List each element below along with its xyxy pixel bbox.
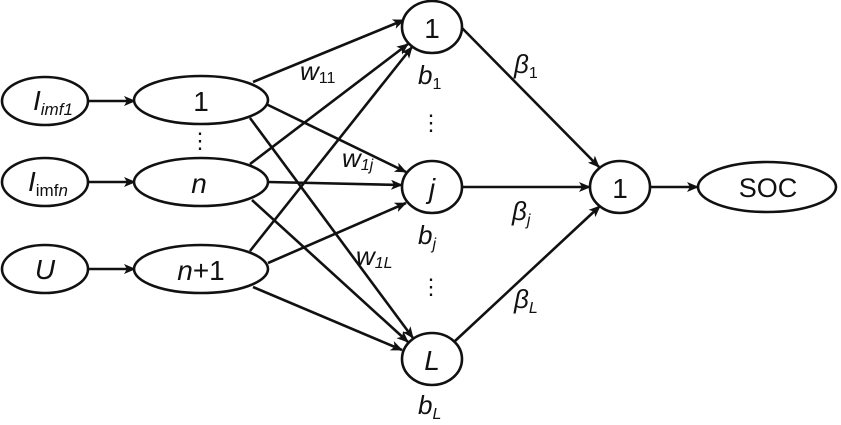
output-node-1: 1	[588, 159, 652, 215]
input-node-imfn: Iimfn	[0, 156, 90, 208]
input-node-imf1: Iimf1	[0, 75, 90, 127]
weight-w1l: w1L	[356, 241, 393, 272]
svg-text:Iimf1: Iimf1	[33, 85, 73, 119]
svg-text:1: 1	[193, 86, 209, 117]
ellipsis: ⋮	[420, 110, 442, 135]
svg-text:SOC: SOC	[739, 173, 798, 203]
input-layer-node-n: n	[132, 156, 270, 208]
svg-text:n: n	[191, 168, 207, 199]
bias-bj: bj	[418, 220, 436, 253]
weight-w11: w11	[300, 56, 335, 87]
weight-beta1: β1	[513, 49, 538, 82]
svg-text:L: L	[424, 345, 440, 376]
edge-ln1-hj	[267, 201, 407, 265]
weight-betaj: βj	[511, 196, 531, 229]
ellipsis: ⋮	[189, 128, 211, 153]
edge-l1-hj	[265, 102, 407, 174]
edge-h1-out	[461, 27, 600, 168]
svg-text:U: U	[35, 254, 56, 285]
input-node-u: U	[0, 243, 90, 295]
svg-text:Iimfn: Iimfn	[28, 166, 68, 200]
hidden-node-l: L	[400, 331, 464, 387]
bias-b1: b1	[418, 60, 441, 93]
input-layer-node-n-plus-1: n+1	[132, 243, 270, 295]
input-layer-node-1: 1	[132, 74, 270, 126]
edge-l1-h1	[252, 18, 405, 84]
output-soc: SOC	[696, 160, 838, 214]
hidden-node-j: j	[400, 159, 464, 215]
edge-ln1-h1	[248, 46, 414, 252]
weight-w1j: w1j	[342, 143, 374, 174]
svg-text:1: 1	[424, 13, 440, 44]
ellipsis: ⋮	[420, 274, 442, 299]
edge-hl-out	[454, 205, 601, 342]
hidden-node-1: 1	[400, 0, 464, 55]
edge-ln-hl	[251, 199, 409, 343]
svg-text:1: 1	[612, 173, 628, 204]
edge-l1-hl	[248, 117, 415, 339]
weight-betal: βL	[513, 284, 538, 317]
edge-ln-h1	[249, 42, 409, 166]
edge-ln1-hl	[252, 285, 403, 352]
svg-text:n+1: n+1	[177, 255, 225, 286]
edge-ln-hj	[267, 179, 403, 190]
edges	[88, 18, 699, 352]
svg-text:j: j	[425, 173, 436, 204]
bias-bl: bL	[418, 390, 441, 423]
